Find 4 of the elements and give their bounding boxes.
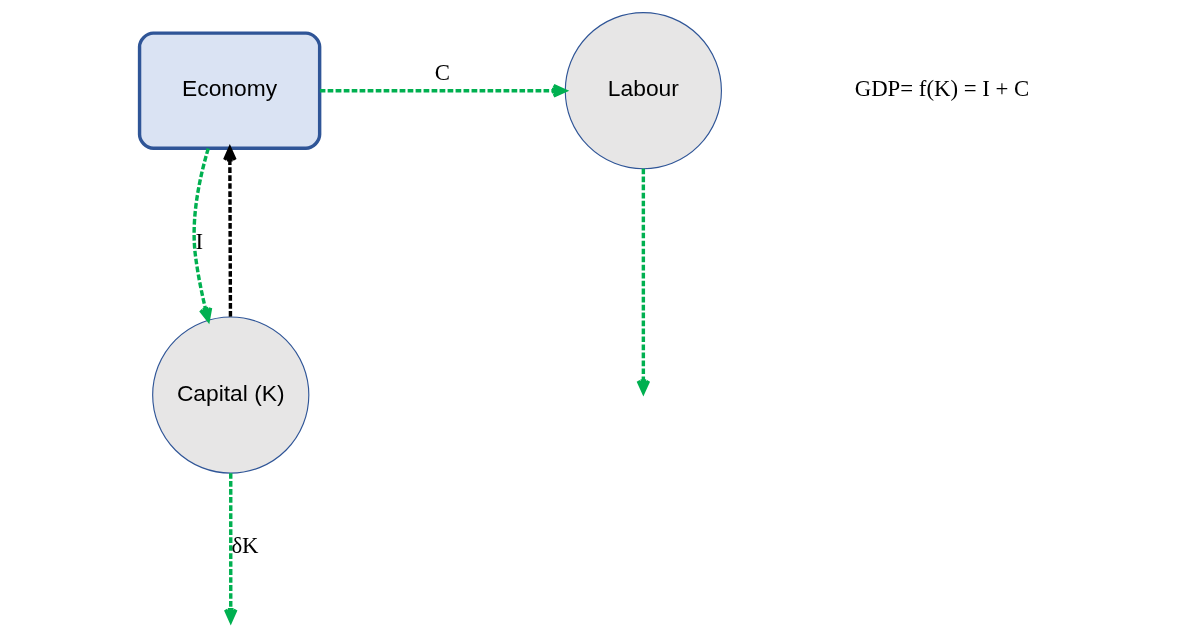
edge-label: δK	[231, 532, 259, 558]
label: GDP= f(K) = I + C	[854, 76, 1030, 102]
edge-label: I	[195, 228, 204, 254]
edge-label: C	[434, 60, 451, 86]
